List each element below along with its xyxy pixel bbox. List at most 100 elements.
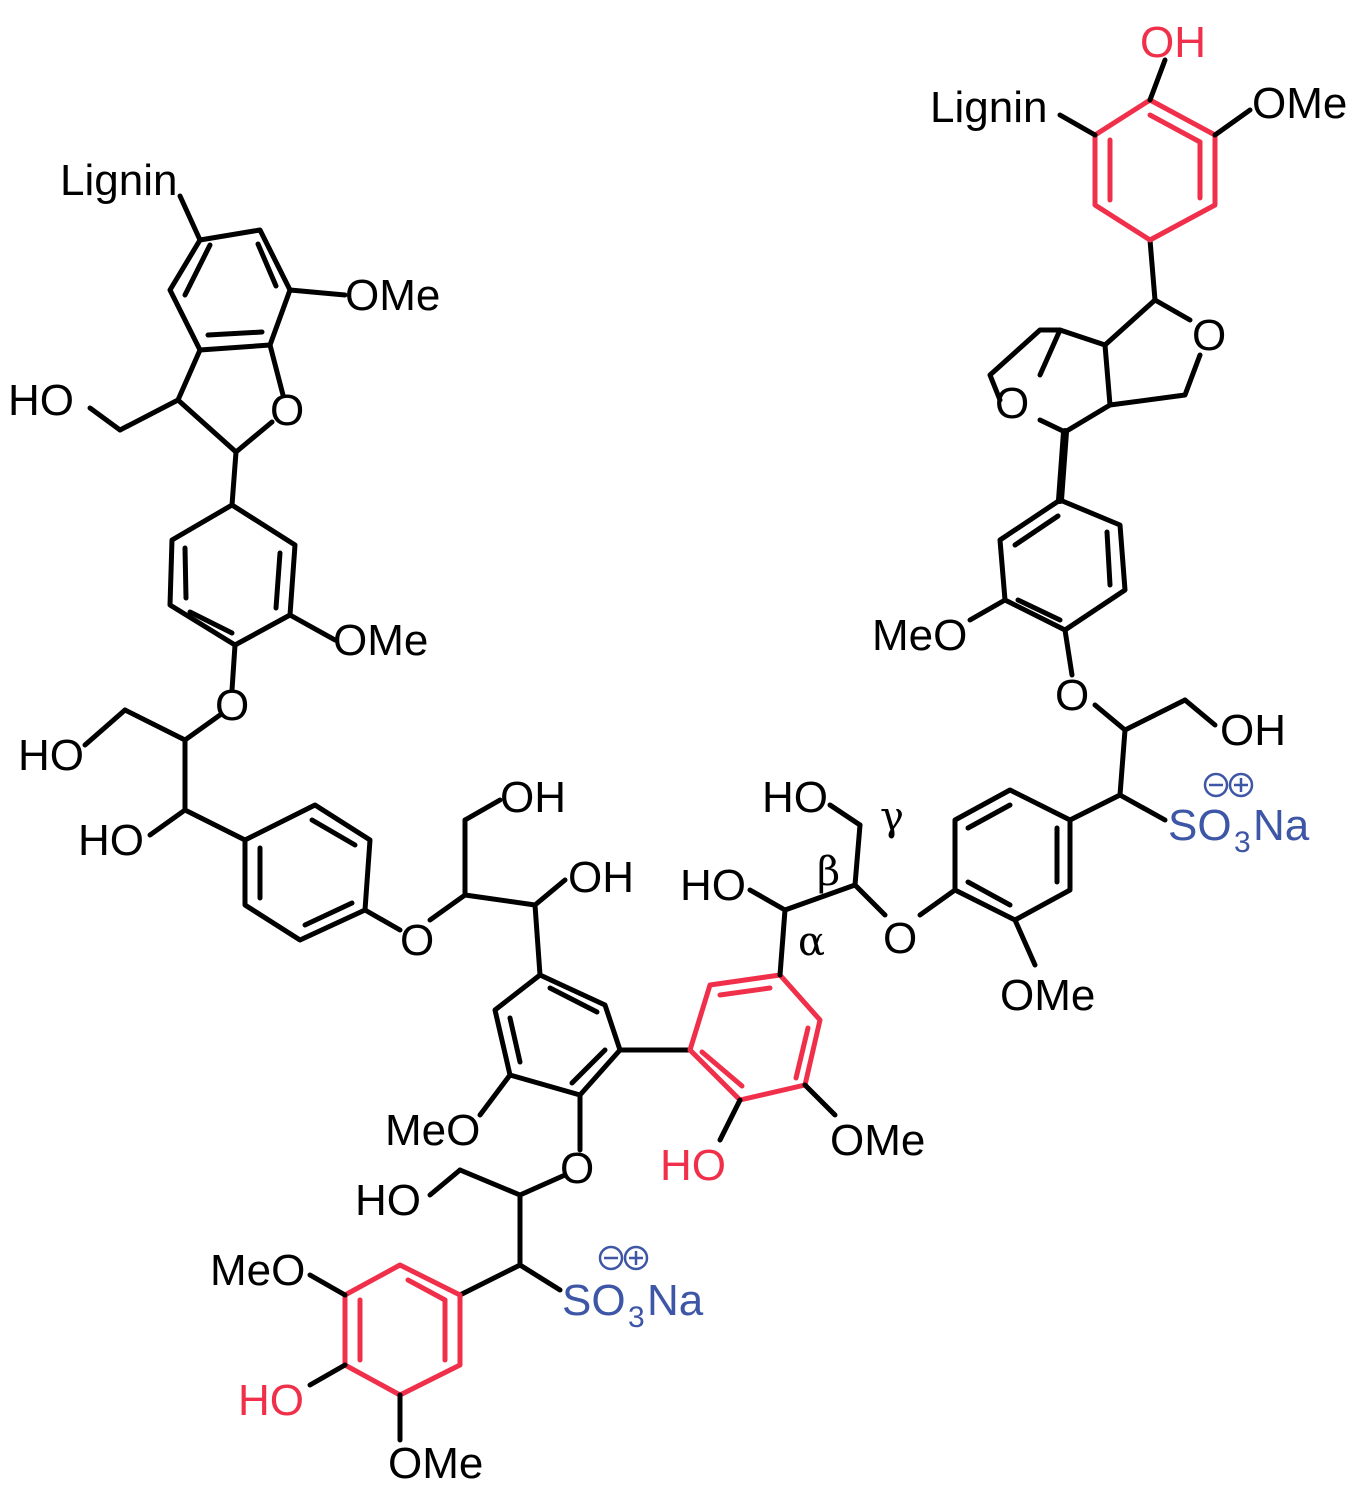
bond-chain2-e (532, 902, 543, 978)
bond-ch2oh-tl (117, 397, 181, 433)
bond-ome-top-right (1212, 107, 1253, 138)
sulfonate-group-right: SO 3 Na (1168, 772, 1310, 859)
bond-chain1-b (122, 707, 188, 743)
label-so3na-bottom-so: SO (562, 1276, 626, 1325)
charge-icons-right (1203, 772, 1254, 798)
bond-ring4-chain (1067, 792, 1123, 823)
label-beta: β (817, 849, 840, 895)
label-ome-top-left: OMe (345, 271, 440, 320)
bond-chain3-c (427, 1167, 463, 1198)
ring-guaiacyl-upper-right (997, 497, 1128, 633)
bond-chain1-a (182, 712, 223, 743)
bond-chain1-c (82, 707, 128, 748)
ring-dihydrobenzofuran-aromatic (167, 227, 293, 353)
bond-o-ether2-b (427, 892, 468, 923)
label-ho-chain1-alpha: HO (78, 816, 144, 865)
label-oh-top-right: OH (1140, 18, 1206, 67)
bond-ch2oh-tl-2 (87, 405, 123, 433)
label-ome-bottom: OMe (388, 1439, 483, 1488)
bond-o-ether1 (229, 642, 238, 693)
bond-wedge (1056, 428, 1069, 504)
bond-right-o (1092, 702, 1128, 733)
ring-furofuran (987, 237, 1203, 435)
bond-ho-red-center (717, 1097, 743, 1143)
label-ho-red-center: HO (660, 1141, 726, 1190)
bond-ome-red-center (802, 1082, 838, 1118)
label-ome-top-right: OMe (1252, 79, 1347, 128)
label-lignin-top-right: Lignin (930, 83, 1047, 132)
label-o-dihydrofuran: O (270, 386, 304, 435)
label-ho-chain3-gamma: HO (355, 1176, 421, 1225)
label-o-ether5: O (1055, 671, 1089, 720)
bond-chain1-e (147, 807, 188, 838)
bond-chain1-f (182, 807, 248, 843)
bond-beta-o (852, 882, 888, 918)
label-o-ether2: O (400, 916, 434, 965)
bond-lignin-tl (177, 193, 203, 243)
sulfonate-group-bottom: SO 3 Na (562, 1245, 704, 1334)
bond-ome-ring2 (287, 612, 338, 643)
bond-ome-tl (287, 287, 348, 298)
label-so3na-right-sub: 3 (1234, 826, 1251, 859)
label-oh-right-chain: OH (1220, 706, 1286, 755)
label-so3na-bottom-na: Na (647, 1276, 704, 1325)
bond-to-alpha (777, 907, 788, 978)
label-oh-chain2-gamma: OH (500, 773, 566, 822)
label-ome-ring2: OMe (333, 616, 428, 665)
label-ho-chain1-gamma: HO (18, 731, 84, 780)
bond-alpha-beta (782, 882, 858, 913)
ring-center-red (687, 972, 823, 1103)
bond-ome-right-ring (1012, 917, 1038, 968)
label-meo-right: MeO (872, 611, 967, 660)
bond-o-ether2-a (362, 907, 403, 933)
bond-chain2-d (532, 877, 568, 908)
bond-to-ring2 (229, 449, 239, 508)
bond-chain3-f (457, 1262, 523, 1298)
bond-chain3-b (457, 1167, 523, 1198)
label-lignin-top-left: Lignin (60, 156, 177, 205)
label-ome-right-ring: OMe (1000, 971, 1095, 1020)
label-so3na-right-so: SO (1168, 801, 1232, 850)
bond-meo-right (967, 597, 1008, 623)
ring-phenyl-3 (242, 802, 373, 943)
label-meo-bottom: MeO (210, 1246, 305, 1295)
bond-right-ch2oh (1182, 697, 1218, 728)
label-oh-chain2-alpha: OH (568, 853, 634, 902)
label-ho-gamma-center: HO (762, 773, 828, 822)
label-so3na-right-na: Na (1253, 801, 1310, 850)
bond-chain3-a (517, 1172, 568, 1198)
label-ho-dihydrofuran: HO (8, 376, 74, 425)
ring-guaiacyl-2 (167, 502, 298, 648)
bond-meo-bottom (307, 1272, 348, 1298)
bond-right-ch2 (1122, 697, 1188, 733)
label-meo-central: MeO (385, 1106, 480, 1155)
label-o-ether3: O (560, 1144, 594, 1193)
bond-right-chain-up (1117, 727, 1128, 798)
bond-o-ring6 (1062, 627, 1075, 678)
bond-right-so3 (1117, 792, 1168, 823)
bond-chain2-b (462, 797, 503, 823)
label-ho-bottom: HO (238, 1376, 304, 1425)
bond-oh-top-right (1147, 57, 1168, 103)
label-ome-red-center: OMe (830, 1116, 925, 1165)
bond-alpha-ho (747, 887, 788, 913)
ring-guaiacyl-top-red (1092, 97, 1218, 243)
bond-beta-gamma (852, 822, 863, 888)
bond-o-ring4 (917, 887, 958, 918)
label-o-ether4: O (883, 914, 917, 963)
label-ho-alpha-center: HO (680, 861, 746, 910)
bond-ho-bottom (307, 1362, 348, 1388)
ring-guaiacyl-right (952, 787, 1073, 923)
bond-chain2-c (462, 892, 538, 908)
bond-gamma-oh (827, 802, 863, 828)
charge-icons-bottom (598, 1245, 649, 1271)
bond-meo-central (477, 1072, 513, 1118)
ring-central-black (492, 972, 623, 1098)
label-o-ether1: O (215, 681, 249, 730)
ring-syringyl-bottom-red (342, 1262, 463, 1398)
bond-lignin-top-right (1057, 112, 1098, 138)
label-alpha: α (798, 919, 825, 965)
label-o-furan-upper: O (1192, 311, 1226, 360)
